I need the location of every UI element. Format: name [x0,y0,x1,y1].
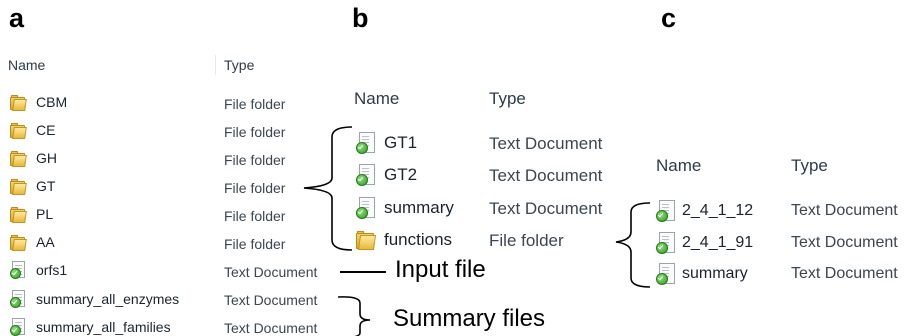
item-name: GT [36,178,56,194]
text-document-icon [10,261,25,279]
folder-icon [10,95,27,111]
column-divider[interactable] [215,55,216,75]
item-type: Text Document [791,265,898,282]
item-name: orfs1 [36,262,68,278]
list-item-cbm[interactable]: CBM [10,94,68,111]
folder-icon [10,123,27,139]
item-type: File folder [224,180,286,196]
text-document-icon [356,164,375,186]
item-type: File folder [489,231,564,250]
text-document-icon [10,290,25,308]
item-type: Text Document [791,202,898,219]
folder-icon [10,235,27,251]
folder-icon [10,151,27,167]
list-item-summary-c[interactable]: summary [656,263,748,285]
list-item-aa[interactable]: AA [10,234,55,251]
item-name: summary_all_enzymes [36,291,180,307]
item-name: 2_4_1_91 [682,234,754,251]
list-item-pl[interactable]: PL [10,206,54,223]
list-item-orfs1[interactable]: orfs1 [10,261,67,279]
item-name: PL [36,206,54,222]
panel-a-type-column-header[interactable]: Type [224,57,255,73]
list-item-functions[interactable]: functions [356,230,452,250]
panel-b-letter: b [352,3,369,33]
item-type: Text Document [489,134,603,153]
item-name: GT2 [384,165,418,184]
panel-b-name-column-header[interactable]: Name [354,89,400,108]
item-name: summary [384,198,454,217]
text-document-icon [356,197,375,219]
item-type: Text Document [791,234,898,251]
item-type: Text Document [224,292,318,308]
item-name: functions [384,230,453,249]
item-name: AA [36,234,55,250]
text-document-icon [356,132,375,154]
list-item-gt1[interactable]: GT1 [356,132,417,154]
item-type: Text Document [489,166,603,185]
list-item-gt[interactable]: GT [10,178,56,195]
panel-a-name-column-header[interactable]: Name [8,57,46,73]
text-document-icon [656,200,675,222]
summary-files-annotation: Summary files [393,305,546,332]
item-type: File folder [224,236,286,252]
panel-c-name-column-header[interactable]: Name [656,156,702,175]
item-type: Text Document [224,264,318,280]
item-name: CBM [36,94,68,110]
item-name: summary_all_families [36,319,171,335]
item-type: Text Document [224,320,318,336]
list-item-gh[interactable]: GH [10,150,57,167]
folder-icon [10,179,27,195]
item-type: Text Document [489,199,603,218]
item-name: 2_4_1_12 [682,202,754,219]
folder-icon [10,207,27,223]
panel-b-type-column-header[interactable]: Type [489,89,526,108]
panel-c-type-column-header[interactable]: Type [791,156,828,175]
item-type: File folder [224,96,286,112]
list-item-summary-b[interactable]: summary [356,197,454,219]
item-type: File folder [224,124,286,140]
list-item-2-4-1-91[interactable]: 2_4_1_91 [656,232,753,254]
item-type: File folder [224,208,286,224]
item-type: File folder [224,152,286,168]
text-document-icon [656,263,675,285]
item-name: summary [682,265,748,282]
input-file-annotation: Input file [395,256,486,283]
item-name: GT1 [384,133,418,152]
list-item-summary-all-families[interactable]: summary_all_families [10,318,171,336]
list-item-summary-all-enzymes[interactable]: summary_all_enzymes [10,290,179,308]
panel-c-letter: c [661,3,677,33]
item-name: GH [36,150,57,166]
list-item-ce[interactable]: CE [10,122,56,139]
text-document-icon [656,232,675,254]
list-item-2-4-1-12[interactable]: 2_4_1_12 [656,200,753,222]
panel-a-letter: a [9,3,25,33]
item-name: CE [36,122,56,138]
folder-icon [356,231,377,250]
list-item-gt2[interactable]: GT2 [356,164,417,186]
